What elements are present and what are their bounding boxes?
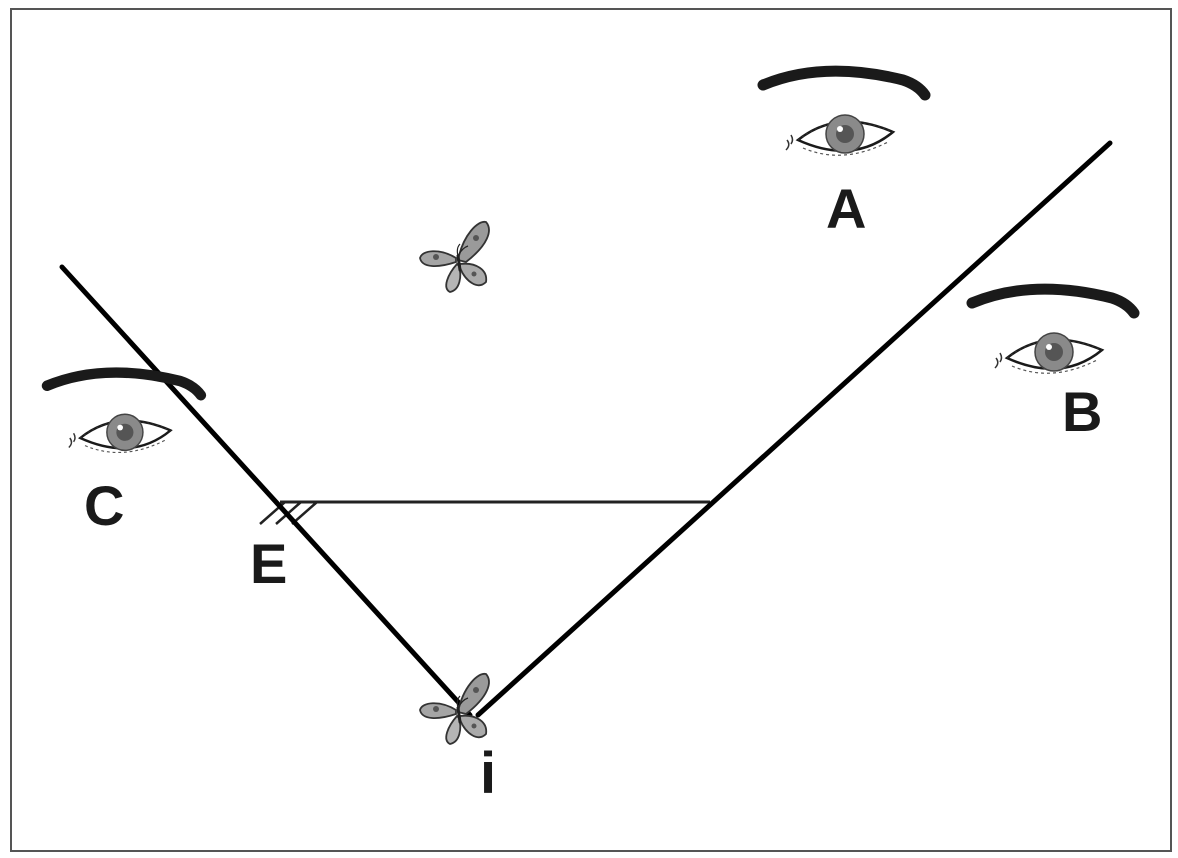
- label-a: A: [826, 177, 866, 240]
- label-b: B: [1062, 380, 1102, 443]
- butterfly-icon: [418, 672, 491, 746]
- label-e: E: [250, 532, 287, 595]
- eye-icon: [763, 71, 925, 155]
- right-line: [475, 140, 1113, 718]
- left-line: [59, 264, 473, 718]
- eye-icon: [47, 373, 201, 453]
- diagram-frame: [10, 8, 1172, 852]
- butterfly-icon: [418, 220, 491, 294]
- eye-icon: [972, 289, 1134, 373]
- label-i: i: [480, 741, 496, 806]
- label-c: C: [84, 474, 124, 537]
